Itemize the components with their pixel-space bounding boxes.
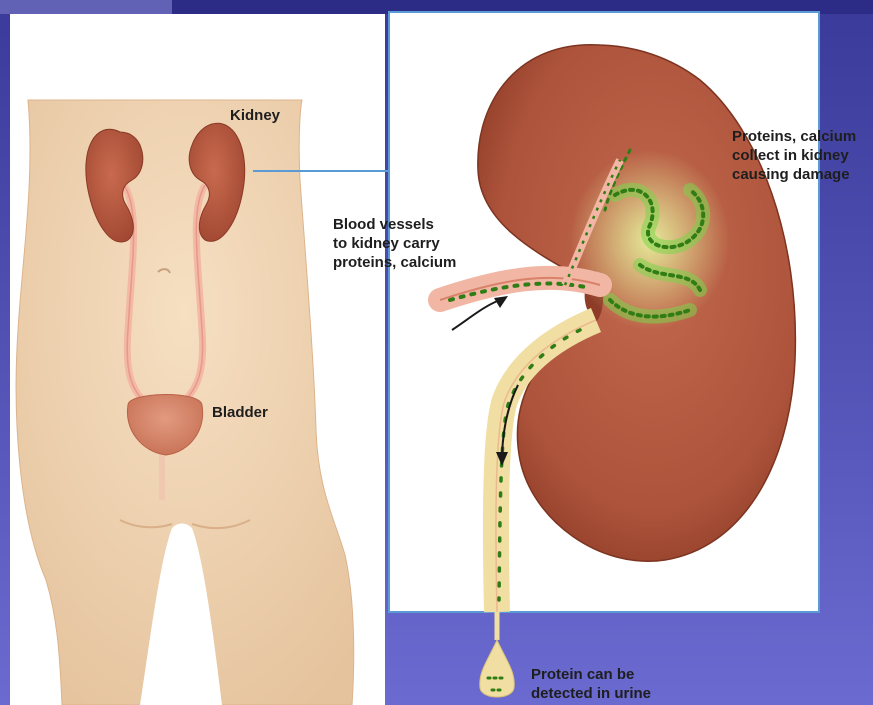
label-proteins-collect-line-1: Proteins, calcium <box>732 127 856 146</box>
label-proteins-collect-line-2: collect in kidney <box>732 146 856 165</box>
label-protein-urine-line-2: detected in urine <box>531 684 651 703</box>
label-protein-urine-line-1: Protein can be <box>531 665 651 684</box>
label-blood-vessels-line-1: Blood vessels <box>333 215 456 234</box>
protein-deposits <box>570 150 730 330</box>
label-bladder: Bladder <box>212 403 268 422</box>
label-kidney: Kidney <box>230 106 280 125</box>
label-proteins-collect: Proteins, calcium collect in kidney caus… <box>732 127 856 184</box>
label-proteins-collect-line-3: causing damage <box>732 165 856 184</box>
label-blood-vessels-line-2: to kidney carry <box>333 234 456 253</box>
label-protein-urine: Protein can be detected in urine <box>531 665 651 703</box>
label-blood-vessels-line-3: proteins, calcium <box>333 253 456 272</box>
label-blood-vessels: Blood vessels to kidney carry proteins, … <box>333 215 456 272</box>
body-panel <box>10 14 385 705</box>
